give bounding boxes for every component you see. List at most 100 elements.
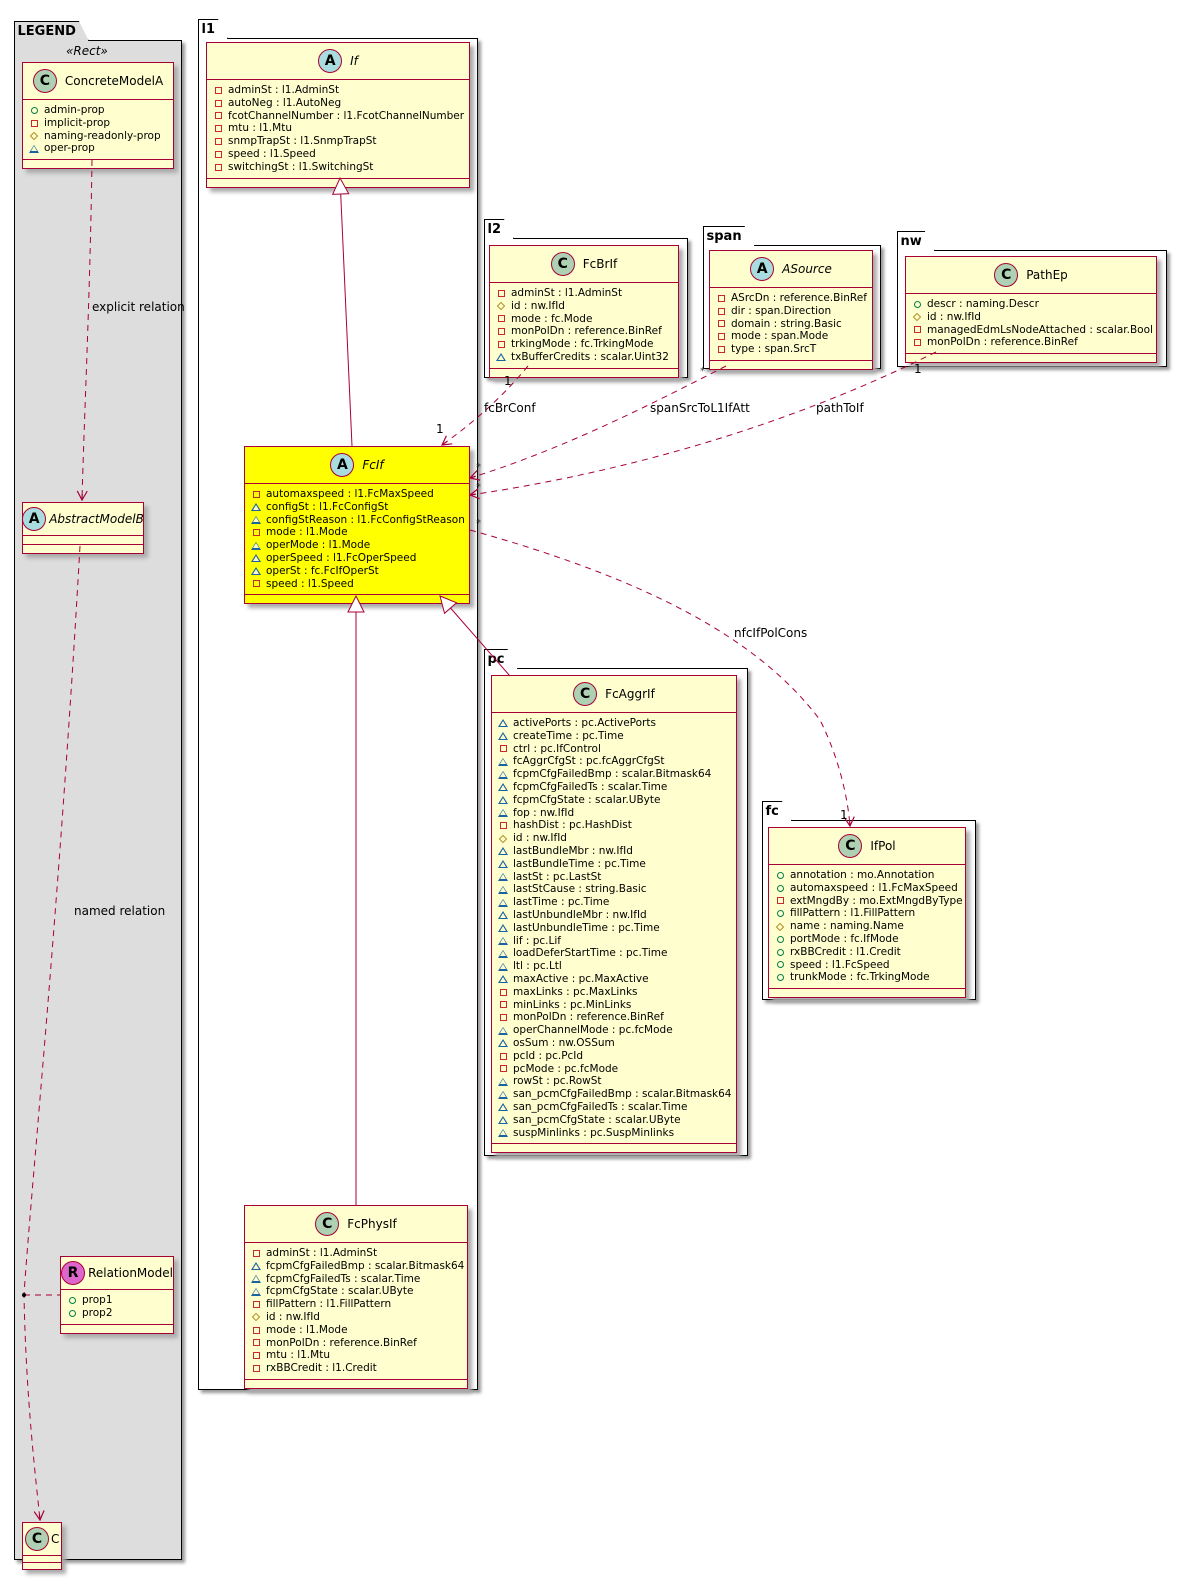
attribute-row: lastBundleMbr : nw.IfId <box>498 845 730 858</box>
class-badge-icon: C <box>25 1527 49 1551</box>
attribute-text: id : nw.IfId <box>513 832 567 845</box>
attribute-row: adminSt : l1.AdminSt <box>496 287 672 300</box>
attribute-row: monPolDn : reference.BinRef <box>251 1337 461 1350</box>
attribute-text: osSum : nw.OSSum <box>513 1036 615 1049</box>
attribute-row: trkingMode : fc.TrkingMode <box>496 338 672 351</box>
attribute-text: id : nw.IfId <box>927 310 981 323</box>
attribute-row: pcId : pc.PcId <box>498 1050 730 1063</box>
attribute-text: extMngdBy : mo.ExtMngdByType <box>790 894 963 907</box>
relation-fcbrconf-label: fcBrConf <box>484 401 536 415</box>
attribute-text: fillPattern : l1.FillPattern <box>266 1298 392 1311</box>
attribute-row: type : span.SrcT <box>716 343 866 356</box>
attribute-text: lastSt : pc.LastSt <box>513 870 602 883</box>
attribute-row: configStReason : l1.FcConfigStReason <box>251 514 465 527</box>
attribute-row: minLinks : pc.MinLinks <box>498 999 730 1012</box>
abstract-badge-icon: A <box>22 507 47 531</box>
attribute-row: id : nw.IfId <box>912 311 1150 324</box>
attribute-text: fcpmCfgFailedBmp : scalar.Bitmask64 <box>266 1259 465 1272</box>
attribute-row: fcAggrCfgSt : pc.fcAggrCfgSt <box>498 755 730 768</box>
generalization-fcaggrif-fcif <box>439 595 511 677</box>
attribute-row: lif : pc.Lif <box>498 935 730 948</box>
attribute-row: san_pcmCfgFailedTs : scalar.Time <box>498 1101 730 1114</box>
class-badge-icon: C <box>838 834 863 858</box>
package-visibility-icon <box>498 731 508 741</box>
attribute-row: fcpmCfgFailedBmp : scalar.Bitmask64 <box>498 768 730 781</box>
attribute-text: oper-prop <box>44 142 95 155</box>
attribute-text: speed : l1.Speed <box>266 577 354 590</box>
attribute-row: rowSt : pc.RowSt <box>498 1075 730 1088</box>
package-l1: l1 <box>198 38 478 1390</box>
attribute-text: naming-readonly-prop <box>44 129 161 142</box>
package-visibility-icon <box>498 795 508 805</box>
attribute-row: operSt : fc.FcIfOperSt <box>251 565 463 578</box>
package-visibility-icon <box>251 502 261 512</box>
attribute-row: suspMinlinks : pc.SuspMinlinks <box>498 1127 730 1140</box>
package-visibility-icon <box>496 352 506 362</box>
attribute-text: domain : string.Basic <box>731 317 842 330</box>
attribute-row: maxActive : pc.MaxActive <box>498 973 730 986</box>
attribute-text: createTime : pc.Time <box>513 729 624 742</box>
attribute-row: ltl : pc.Ltl <box>498 960 730 973</box>
attribute-text: autoNeg : l1.AutoNeg <box>228 96 342 109</box>
package-visibility-icon <box>498 1102 508 1112</box>
relation-pathtoif-label: pathToIf <box>816 401 864 415</box>
attribute-row: activePorts : pc.ActivePorts <box>498 717 730 730</box>
attribute-text: mtu : l1.Mtu <box>266 1349 330 1362</box>
package-visibility-icon <box>498 923 508 933</box>
attribute-row: speed : l1.Speed <box>213 148 463 161</box>
attribute-row: name : naming.Name <box>775 920 959 933</box>
package-visibility-icon <box>498 898 508 908</box>
attribute-text: descr : naming.Descr <box>927 298 1039 310</box>
attribute-row: san_pcmCfgFailedBmp : scalar.Bitmask64 <box>498 1088 731 1101</box>
attribute-row: lastStCause : string.Basic <box>498 883 730 896</box>
attribute-row: san_pcmCfgState : scalar.UByte <box>498 1114 730 1127</box>
attribute-text: snmpTrapSt : l1.SnmpTrapSt <box>228 135 377 148</box>
attribute-row: operMode : l1.Mode <box>251 539 463 552</box>
attribute-row: fcpmCfgFailedTs : scalar.Time <box>498 781 730 794</box>
attribute-text: adminSt : l1.AdminSt <box>511 287 623 299</box>
attribute-text: operMode : l1.Mode <box>266 539 371 552</box>
attribute-row: lastBundleTime : pc.Time <box>498 858 730 871</box>
abstract-badge-icon: A <box>318 49 343 73</box>
attribute-text: operChannelMode : pc.fcMode <box>513 1024 673 1037</box>
attribute-text: txBufferCredits : scalar.Uint32 <box>511 350 669 363</box>
attribute-text: id : nw.IfId <box>511 299 565 312</box>
attribute-text: lif : pc.Lif <box>513 934 561 947</box>
attribute-row: naming-readonly-prop <box>29 130 167 143</box>
attribute-text: maxLinks : pc.MaxLinks <box>513 985 638 998</box>
attribute-row: prop1 <box>67 1294 167 1307</box>
attribute-row: snmpTrapSt : l1.SnmpTrapSt <box>213 135 463 148</box>
attribute-text: loadDeferStartTime : pc.Time <box>513 947 668 960</box>
attribute-row: automaxspeed : l1.FcMaxSpeed <box>775 882 959 895</box>
attribute-row: fillPattern : l1.FillPattern <box>775 907 959 920</box>
attribute-text: maxActive : pc.MaxActive <box>513 972 649 985</box>
attribute-row: admin-prop <box>29 104 167 117</box>
attribute-text: type : span.SrcT <box>731 343 817 356</box>
attribute-text: name : naming.Name <box>790 920 904 933</box>
attribute-text: fcpmCfgFailedTs : scalar.Time <box>513 780 668 793</box>
attribute-row: adminSt : l1.AdminSt <box>213 84 463 97</box>
attribute-row: fcpmCfgState : scalar.UByte <box>498 794 730 807</box>
attribute-text: mode : l1.Mode <box>266 526 348 539</box>
attribute-text: activePorts : pc.ActivePorts <box>513 717 656 729</box>
attribute-text: fcAggrCfgSt : pc.fcAggrCfgSt <box>513 755 665 768</box>
attribute-row: speed : l1.FcSpeed <box>775 959 959 972</box>
attribute-row: domain : string.Basic <box>716 318 866 331</box>
attribute-row: fcpmCfgState : scalar.UByte <box>251 1285 461 1298</box>
attribute-text: lastUnbundleTime : pc.Time <box>513 921 660 934</box>
